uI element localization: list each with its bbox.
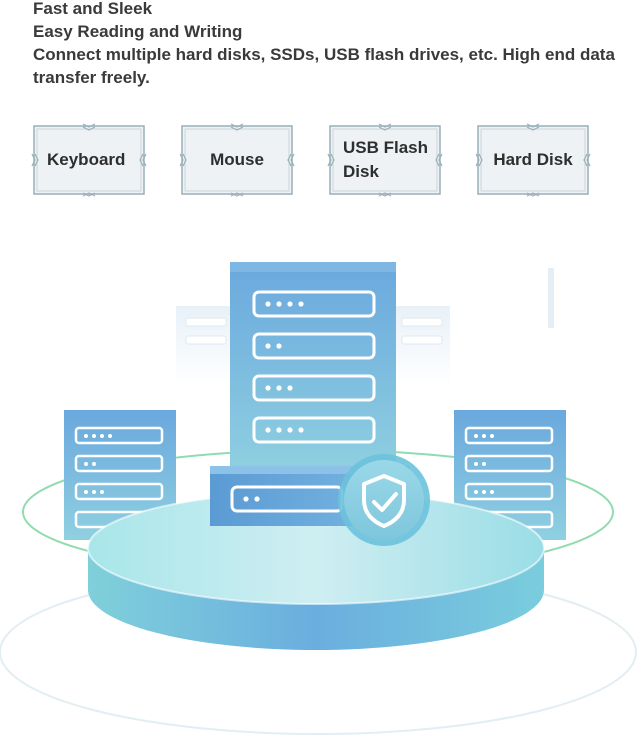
device-label-hard-disk: Hard Disk: [493, 150, 573, 169]
feature-line-reading: Easy Reading and Writing: [33, 22, 243, 41]
device-label-usb-flash-disk: USB Flash Disk: [343, 138, 429, 181]
device-card-usb-flash-disk: USB Flash Disk: [327, 122, 443, 198]
device-card-mouse: Mouse: [179, 122, 295, 198]
device-card-hard-disk: Hard Disk: [475, 122, 591, 198]
feature-line-fast: Fast and Sleek: [33, 0, 153, 18]
server-illustration: [0, 262, 637, 735]
device-label-keyboard: Keyboard: [47, 150, 126, 169]
card-frame: [475, 123, 591, 197]
shield-check-icon: [338, 454, 430, 546]
platform: [87, 491, 545, 650]
card-frame: [327, 123, 443, 197]
feature-line-connect: Connect multiple hard disks, SSDs, USB f…: [33, 45, 615, 87]
device-card-keyboard: Keyboard: [31, 122, 147, 198]
central-server-rack-icon: [210, 262, 410, 526]
card-frame: [31, 123, 147, 197]
card-frame: [179, 123, 295, 197]
device-label-mouse: Mouse: [210, 150, 264, 169]
